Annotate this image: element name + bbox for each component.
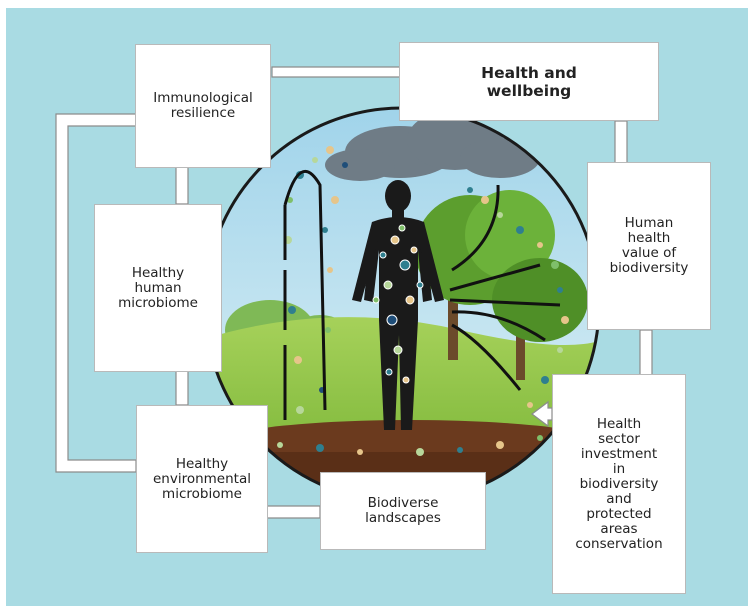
- human-silhouette: [352, 180, 444, 430]
- node-label: Health and wellbeing: [481, 63, 577, 100]
- node-healthy-environmental-microbiome: Healthy environmental microbiome: [136, 405, 268, 553]
- node-label: Immunological resilience: [153, 90, 253, 121]
- node-health-and-wellbeing: Health and wellbeing: [399, 42, 659, 121]
- internal-flow-arrows: [283, 170, 561, 420]
- node-biodiverse-landscapes: Biodiverse landscapes: [320, 472, 486, 550]
- node-label: Healthy human microbiome: [118, 264, 198, 311]
- node-immunological-resilience: Immunological resilience: [135, 44, 271, 168]
- node-human-health-value: Human health value of biodiversity: [587, 162, 711, 330]
- node-healthy-human-microbiome: Healthy human microbiome: [94, 204, 222, 372]
- node-label: Health sector investment in biodiversity…: [575, 415, 663, 552]
- node-label: Biodiverse landscapes: [365, 495, 441, 526]
- node-label: Healthy environmental microbiome: [152, 455, 251, 502]
- node-label: Human health value of biodiversity: [609, 215, 689, 276]
- node-health-sector-investment: Health sector investment in biodiversity…: [552, 374, 686, 594]
- arrow-investment-to-landscape: [531, 400, 553, 428]
